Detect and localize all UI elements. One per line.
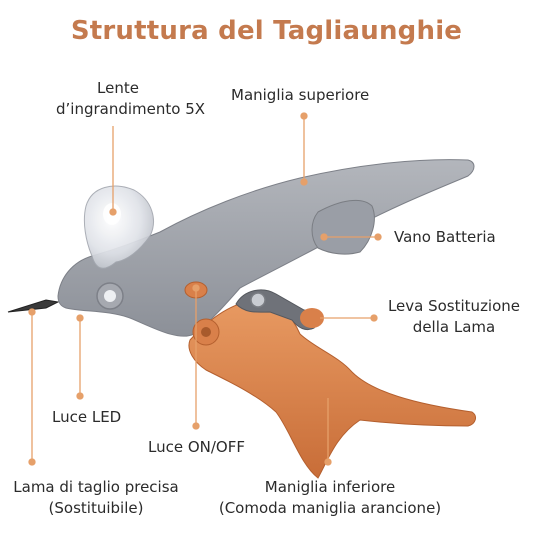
label-lens: Lente d’ingrandimento 5X <box>56 79 206 118</box>
magnifying-lens <box>83 185 154 269</box>
lever-screw <box>250 292 266 308</box>
battery-compartment <box>311 199 375 255</box>
diagram-title: Struttura del Tagliaunghie <box>70 16 463 46</box>
label-upper-handle: Maniglia superiore <box>231 86 370 104</box>
label-blade-lever: Leva Sostituzione della Lama <box>387 297 521 336</box>
label-led: Luce LED <box>52 408 122 426</box>
label-lower-handle: Maniglia inferiore (Comoda maniglia aran… <box>218 478 442 517</box>
label-battery: Vano Batteria <box>394 228 496 246</box>
label-blade: Lama di taglio precisa (Sostituibile) <box>13 478 179 517</box>
lever-tip <box>300 308 324 328</box>
label-on-off: Luce ON/OFF <box>148 438 245 456</box>
